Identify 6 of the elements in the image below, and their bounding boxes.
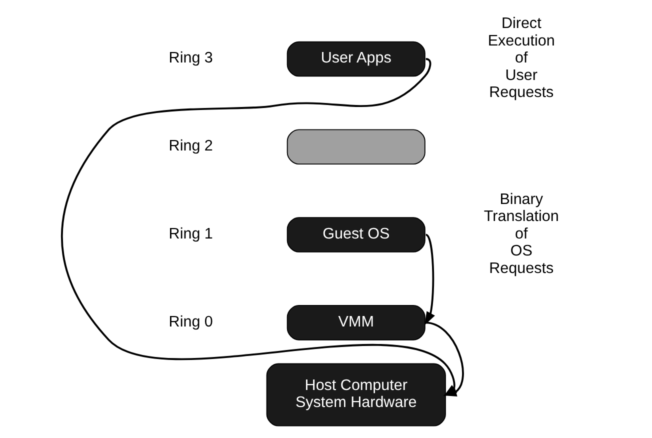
label: Ring 0 bbox=[168, 313, 213, 330]
label: Direct Execution of User Requests bbox=[488, 15, 555, 102]
label: Ring 3 bbox=[168, 50, 213, 67]
label: Ring 1 bbox=[168, 225, 213, 242]
label: Binary Translation of OS Requests bbox=[484, 191, 559, 277]
label: Ring 2 bbox=[168, 138, 213, 155]
